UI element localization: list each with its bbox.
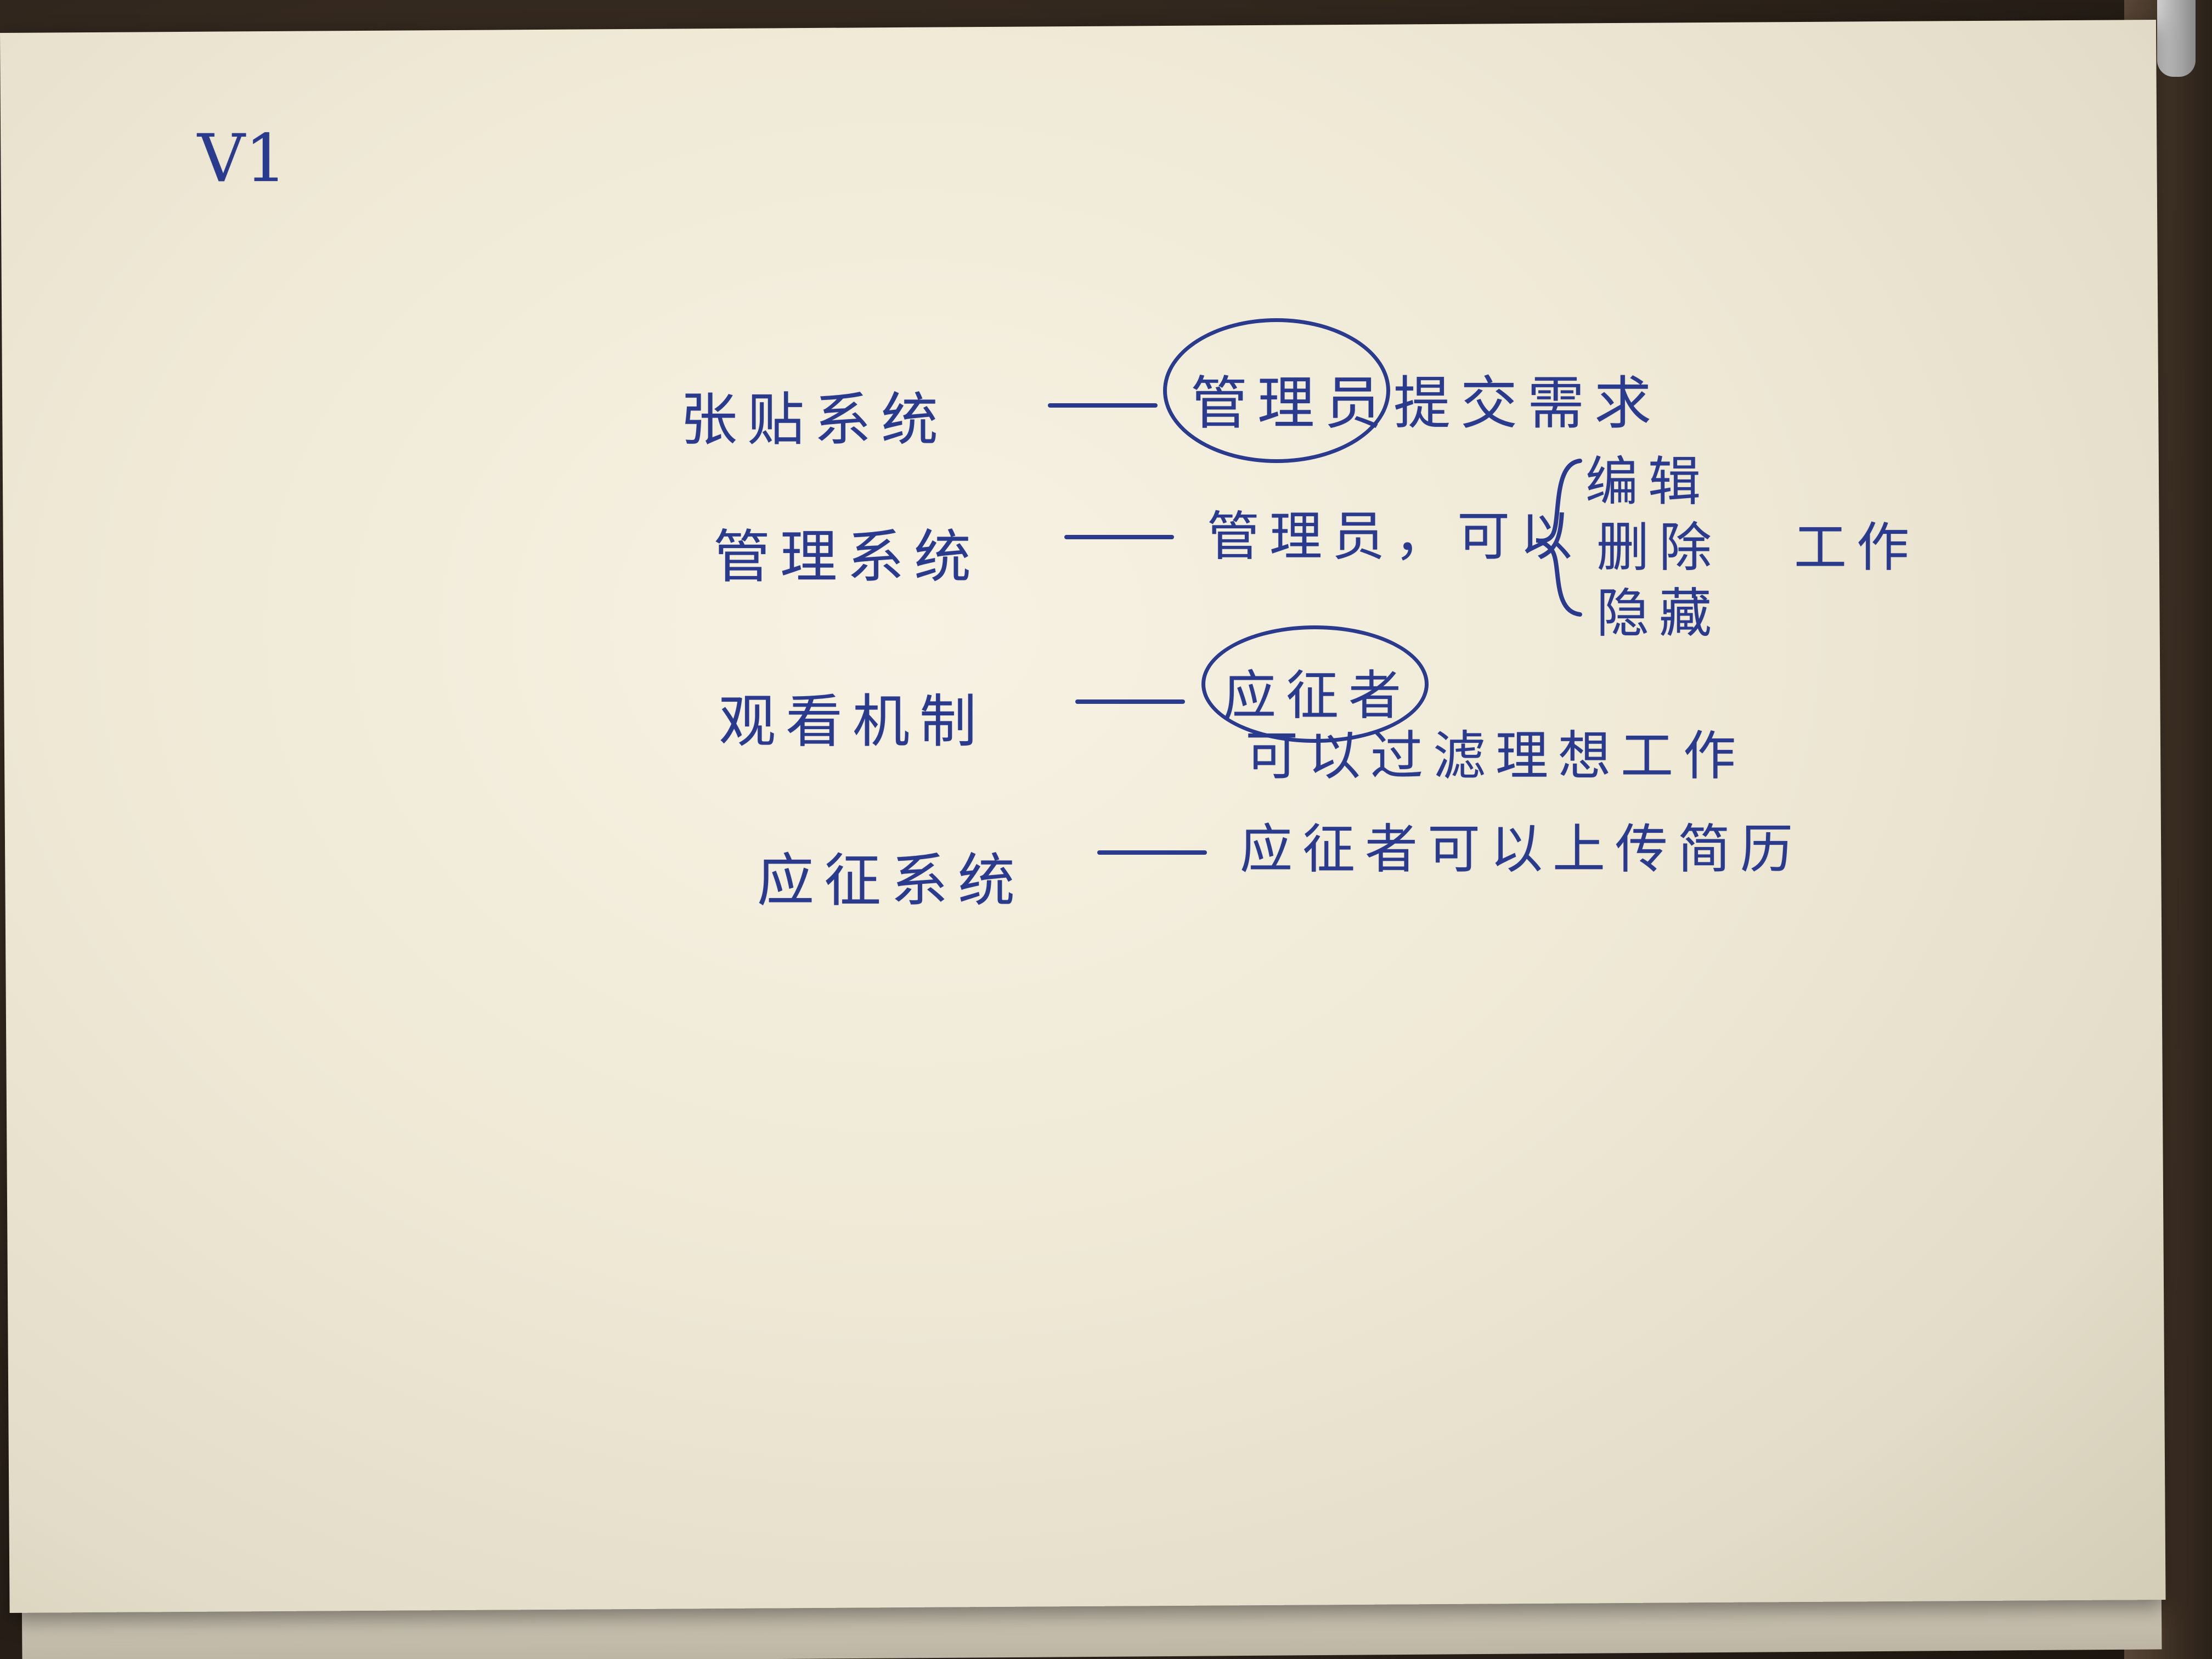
pen-clip	[2157, 0, 2196, 77]
row2-dash	[1064, 535, 1174, 539]
row1-dash	[1048, 403, 1158, 408]
bracket-item-1: 编辑	[1585, 451, 1711, 512]
row2-left: 管理系统	[713, 523, 981, 590]
row3-left: 观看机制	[719, 688, 987, 755]
row1-circle	[1163, 318, 1390, 463]
row3-line2: 可以过滤理想工作	[1245, 725, 1746, 787]
bracket-item-2: 删除	[1596, 517, 1722, 578]
row2-right: 管理员，可以	[1207, 506, 1582, 567]
row3-circle	[1201, 625, 1429, 743]
bracket-item-3: 隐藏	[1596, 583, 1722, 644]
row4-left: 应征系统	[757, 847, 1025, 914]
row1-circled: 管理员	[1190, 370, 1392, 437]
row3-dash	[1075, 699, 1185, 704]
row4-right: 应征者可以上传简历	[1240, 819, 1803, 880]
bracket-suffix: 工作	[1794, 517, 1919, 578]
version-label: V1	[198, 121, 287, 197]
row1-left: 张贴系统	[680, 386, 949, 453]
row4-dash	[1097, 850, 1207, 855]
row1-suffix: 提交需求	[1393, 370, 1662, 437]
curly-brace	[1536, 459, 1582, 617]
row3-circled: 应征者	[1223, 665, 1411, 726]
